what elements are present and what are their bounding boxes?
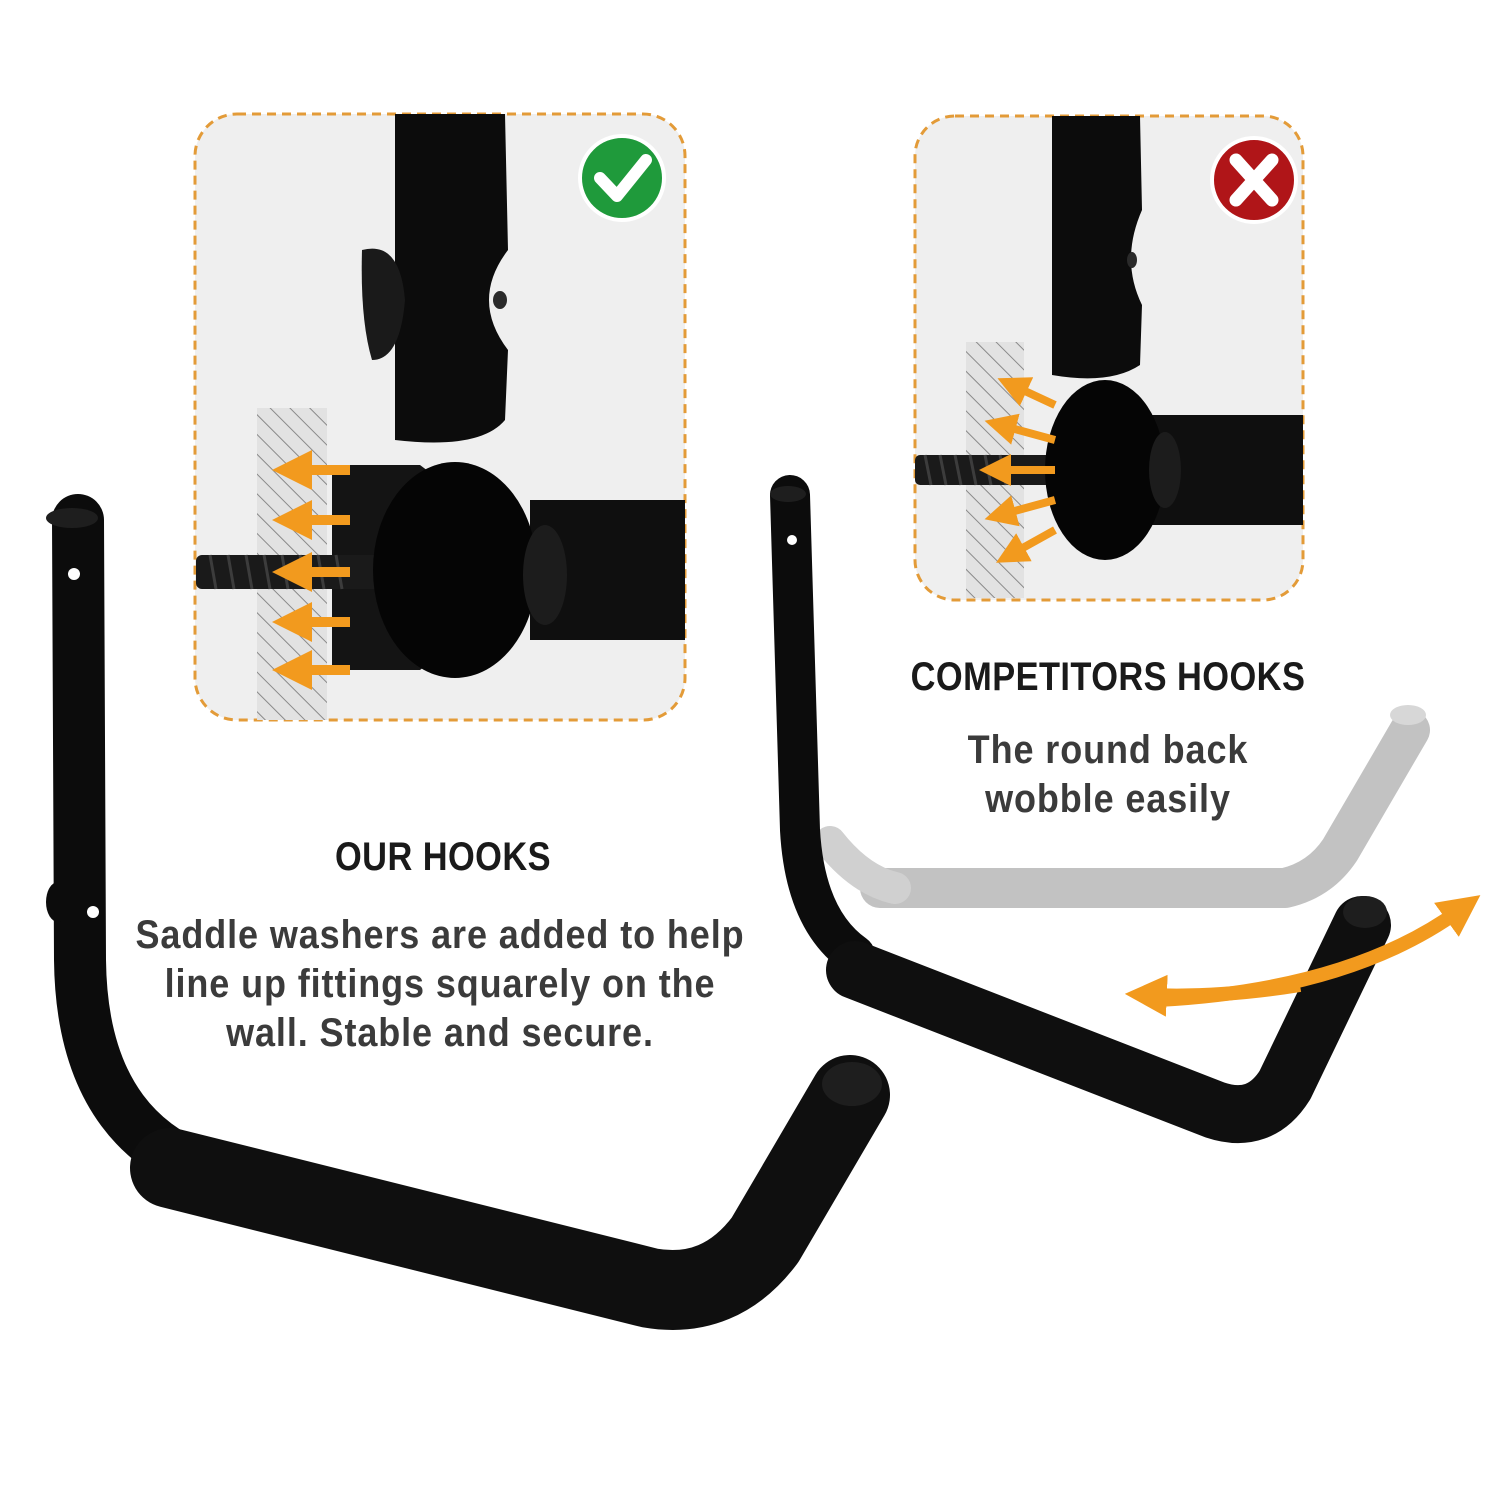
foam-grip [130, 1055, 890, 1330]
nut [1045, 380, 1165, 560]
nut [373, 462, 537, 678]
competitor-hooks-description: The round back wobble easily [967, 728, 1249, 821]
wobble-arrows [979, 377, 1057, 563]
competitor-hooks-detail-panel [913, 114, 1305, 602]
our-hook-product [46, 494, 890, 1330]
our-hooks-detail-panel [193, 112, 687, 722]
competitor-hooks-heading: COMPETITORS HOOKS [910, 655, 1306, 699]
our-hooks-heading: OUR HOOKS [334, 835, 552, 879]
cross-icon [1210, 136, 1298, 224]
hook-upright [1052, 116, 1142, 379]
check-icon [578, 134, 666, 222]
force-arrows [272, 450, 350, 690]
ghost-hook-position [860, 710, 1430, 908]
bolt-cap [361, 248, 405, 360]
foam-grip [826, 896, 1391, 1144]
hook-upright [395, 114, 508, 443]
our-hooks-description: Saddle washers are added to help line up… [135, 913, 745, 1055]
competitor-hook-product [770, 475, 1481, 1144]
